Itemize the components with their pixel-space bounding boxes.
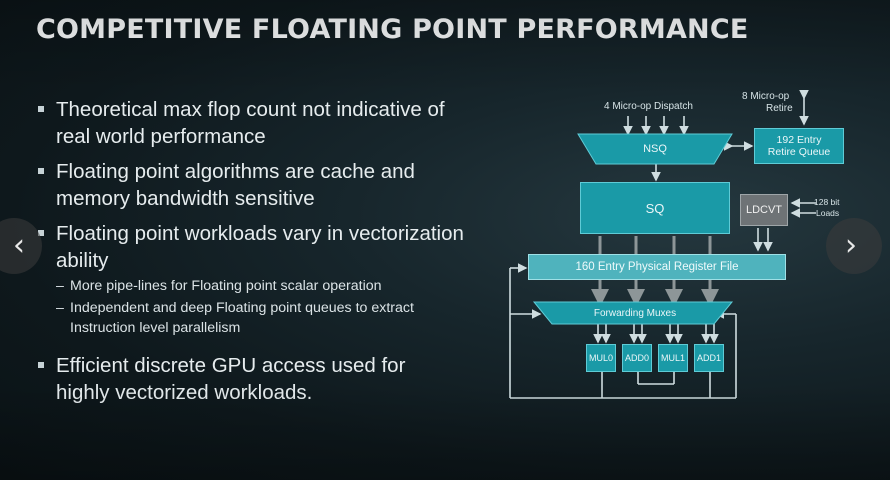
bullet-square-icon — [38, 106, 44, 112]
sub-bullet-item: – Independent and deep Floating point qu… — [34, 298, 464, 338]
register-file-box: 160 Entry Physical Register File — [528, 254, 786, 280]
ldcvt-box: LDCVT — [740, 194, 788, 226]
bullet-item: Theoretical max flop count not indicativ… — [34, 96, 464, 150]
sub-bullet-text: More pipe-lines for Floating point scala… — [70, 278, 382, 294]
retire-queue-line-2: Retire Queue — [767, 146, 831, 158]
bullet-text: Efficient discrete GPU access used for h… — [56, 354, 406, 404]
nsq-label: NSQ — [643, 143, 667, 155]
bullet-item: Floating point workloads vary in vectori… — [34, 220, 464, 274]
dash-icon: – — [56, 300, 64, 316]
bullet-square-icon — [38, 230, 44, 236]
retire-label-2: Retire — [766, 103, 793, 114]
diagram-connectors — [509, 90, 816, 399]
bullet-square-icon — [38, 168, 44, 174]
bullet-item: Efficient discrete GPU access used for h… — [34, 352, 464, 406]
bullet-text: Floating point workloads vary in vectori… — [56, 222, 464, 272]
fp-pipeline-diagram: 4 Micro-op Dispatch 8 Micro-op Retire NS… — [500, 84, 860, 414]
retire-queue-line-1: 192 Entry — [776, 134, 822, 146]
loads-label-2: Loads — [816, 208, 840, 218]
dispatch-label: 4 Micro-op Dispatch — [604, 101, 693, 112]
unit-mul0: MUL0 — [586, 344, 616, 372]
retire-label-1: 8 Micro-op — [742, 91, 790, 102]
unit-add0: ADD0 — [622, 344, 652, 372]
slide-title: COMPETITIVE FLOATING POINT PERFORMANCE — [36, 14, 749, 45]
next-slide-button[interactable]: › — [826, 218, 882, 274]
bullet-item: Floating point algorithms are cache and … — [34, 158, 464, 212]
chevron-right-icon: › — [845, 228, 857, 263]
forwarding-muxes-label: Forwarding Muxes — [593, 307, 677, 319]
bullet-text: Theoretical max flop count not indicativ… — [56, 98, 445, 148]
bullet-square-icon — [38, 362, 44, 368]
sub-bullet-item: – More pipe-lines for Floating point sca… — [34, 276, 464, 296]
sq-box: SQ — [580, 182, 730, 234]
previous-slide-button[interactable]: ‹ — [0, 218, 42, 274]
retire-queue-box: 192 Entry Retire Queue — [754, 128, 844, 164]
bullet-list: Theoretical max flop count not indicativ… — [34, 96, 464, 414]
dash-icon: – — [56, 278, 64, 294]
unit-mul1: MUL1 — [658, 344, 688, 372]
bullet-text: Floating point algorithms are cache and … — [56, 160, 415, 210]
nsq-shape — [577, 133, 733, 165]
forwarding-muxes-shape — [532, 301, 734, 325]
unit-add1: ADD1 — [694, 344, 724, 372]
chevron-left-icon: ‹ — [13, 228, 25, 263]
loads-label-1: 128 bit — [814, 197, 840, 207]
sub-bullet-text: Independent and deep Floating point queu… — [70, 300, 414, 336]
